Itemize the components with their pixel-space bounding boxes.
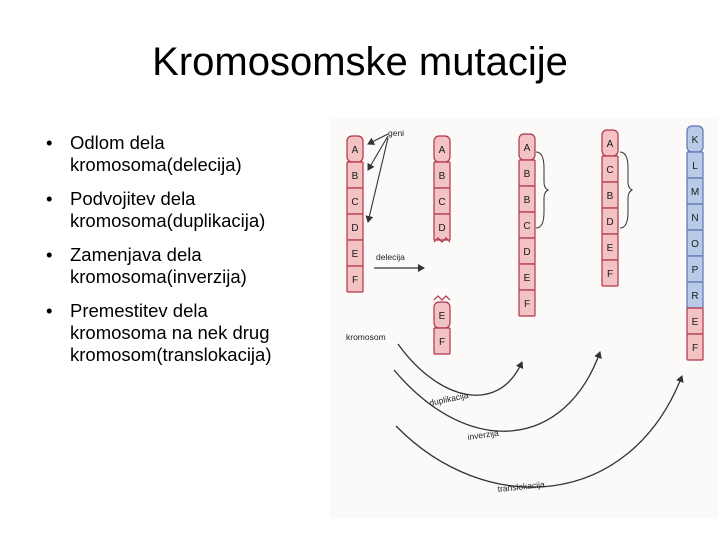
gene-segment-f (686, 333, 704, 361)
gene-segment-f (433, 327, 451, 355)
gene-label: C (606, 165, 613, 176)
chromosome-original: A B C D E F (346, 135, 364, 293)
bullet-text: Odlom dela (70, 132, 165, 153)
bullet-text: kromosoma(duplikacija) (70, 210, 266, 231)
bullet-text: Premestitev dela (70, 300, 208, 321)
bullet-symbol: • (46, 300, 53, 321)
deletion-break-edge-upper (433, 295, 451, 301)
translocation-label: translokacija (497, 479, 545, 494)
bullet-symbol: • (46, 244, 53, 265)
gene-segment-d (433, 213, 451, 241)
gene-label: C (523, 221, 530, 232)
bullet-item-translocation: • Premestitev dela kromosoma na nek drug… (44, 300, 344, 366)
gene-label: E (607, 243, 614, 254)
deletion-label: delecija (376, 252, 405, 262)
gene-label: F (352, 275, 358, 286)
gene-label: F (524, 299, 530, 310)
chromosome-label: kromosom (346, 332, 386, 342)
bullet-symbol: • (46, 188, 53, 209)
gene-label: P (692, 265, 699, 276)
gene-label: B (607, 191, 614, 202)
chromosome-translocation: K L M N O P R E F (686, 125, 704, 361)
bullet-text: kromosoma(delecija) (70, 154, 242, 175)
chromosome-inversion: A C B D E F (601, 129, 619, 287)
geni-label: geni (388, 128, 404, 138)
duplication-arrow (397, 343, 524, 396)
slide-title: Kromosomske mutacije (152, 40, 568, 84)
gene-label: A (352, 145, 359, 156)
chromosome-mutation-figure: geni delecija kromosom duplikacija inver… (330, 118, 718, 518)
duplication-label: duplikacija (428, 390, 469, 408)
gene-label: E (439, 311, 446, 322)
gene-label: L (692, 161, 698, 172)
duplication-bracket (535, 151, 550, 229)
gene-segment-f (346, 265, 364, 293)
gene-label: B (352, 171, 359, 182)
gene-label: D (606, 217, 613, 228)
inversion-label: inverzija (467, 428, 500, 442)
gene-label: E (692, 317, 699, 328)
translocation-arrow (395, 375, 684, 488)
gene-segment-f (518, 289, 536, 317)
bullet-text: Zamenjava dela (70, 244, 202, 265)
gene-label: R (691, 291, 698, 302)
bullet-text: Podvojitev dela (70, 188, 196, 209)
deletion-break-edge-lower (433, 237, 451, 243)
gene-label: E (352, 249, 359, 260)
gene-label: D (523, 247, 530, 258)
figure-canvas: geni delecija kromosom duplikacija inver… (346, 125, 704, 494)
bullet-list: • Odlom dela kromosoma(delecija) • Podvo… (44, 132, 344, 378)
gene-label: K (692, 135, 699, 146)
bullet-text: kromosoma(inverzija) (70, 266, 247, 287)
chromosome-deletion-main: A B C D (433, 135, 451, 241)
bullet-item-duplication: • Podvojitev dela kromosoma(duplikacija) (44, 188, 344, 232)
gene-label: C (351, 197, 358, 208)
gene-label: F (439, 337, 445, 348)
geni-pointers (365, 133, 389, 223)
gene-label: B (524, 169, 531, 180)
chromosome-duplication: A B B C D E F (518, 133, 536, 317)
gene-label: B (439, 171, 446, 182)
bullet-symbol: • (46, 132, 53, 153)
gene-label: A (439, 145, 446, 156)
gene-label: D (438, 223, 445, 234)
inversion-arrow (393, 351, 602, 432)
gene-label: D (351, 223, 358, 234)
bullet-text: kromosoma na nek drug (70, 322, 270, 343)
gene-label: B (524, 195, 531, 206)
gene-label: C (438, 197, 445, 208)
inversion-bracket (619, 151, 634, 229)
bullet-item-deletion: • Odlom dela kromosoma(delecija) (44, 132, 344, 176)
gene-label: A (524, 143, 531, 154)
chromosome-deletion-fragment: EF (433, 301, 451, 355)
gene-segment-f (601, 259, 619, 287)
gene-label: E (524, 273, 531, 284)
gene-label: F (692, 343, 698, 354)
gene-label: F (607, 269, 613, 280)
gene-label: M (691, 187, 699, 198)
gene-label: O (691, 239, 699, 250)
gene-label: A (607, 139, 614, 150)
bullet-item-inversion: • Zamenjava dela kromosoma(inverzija) (44, 244, 344, 288)
bullet-text: kromosom(translokacija) (70, 344, 272, 365)
gene-label: N (691, 213, 698, 224)
